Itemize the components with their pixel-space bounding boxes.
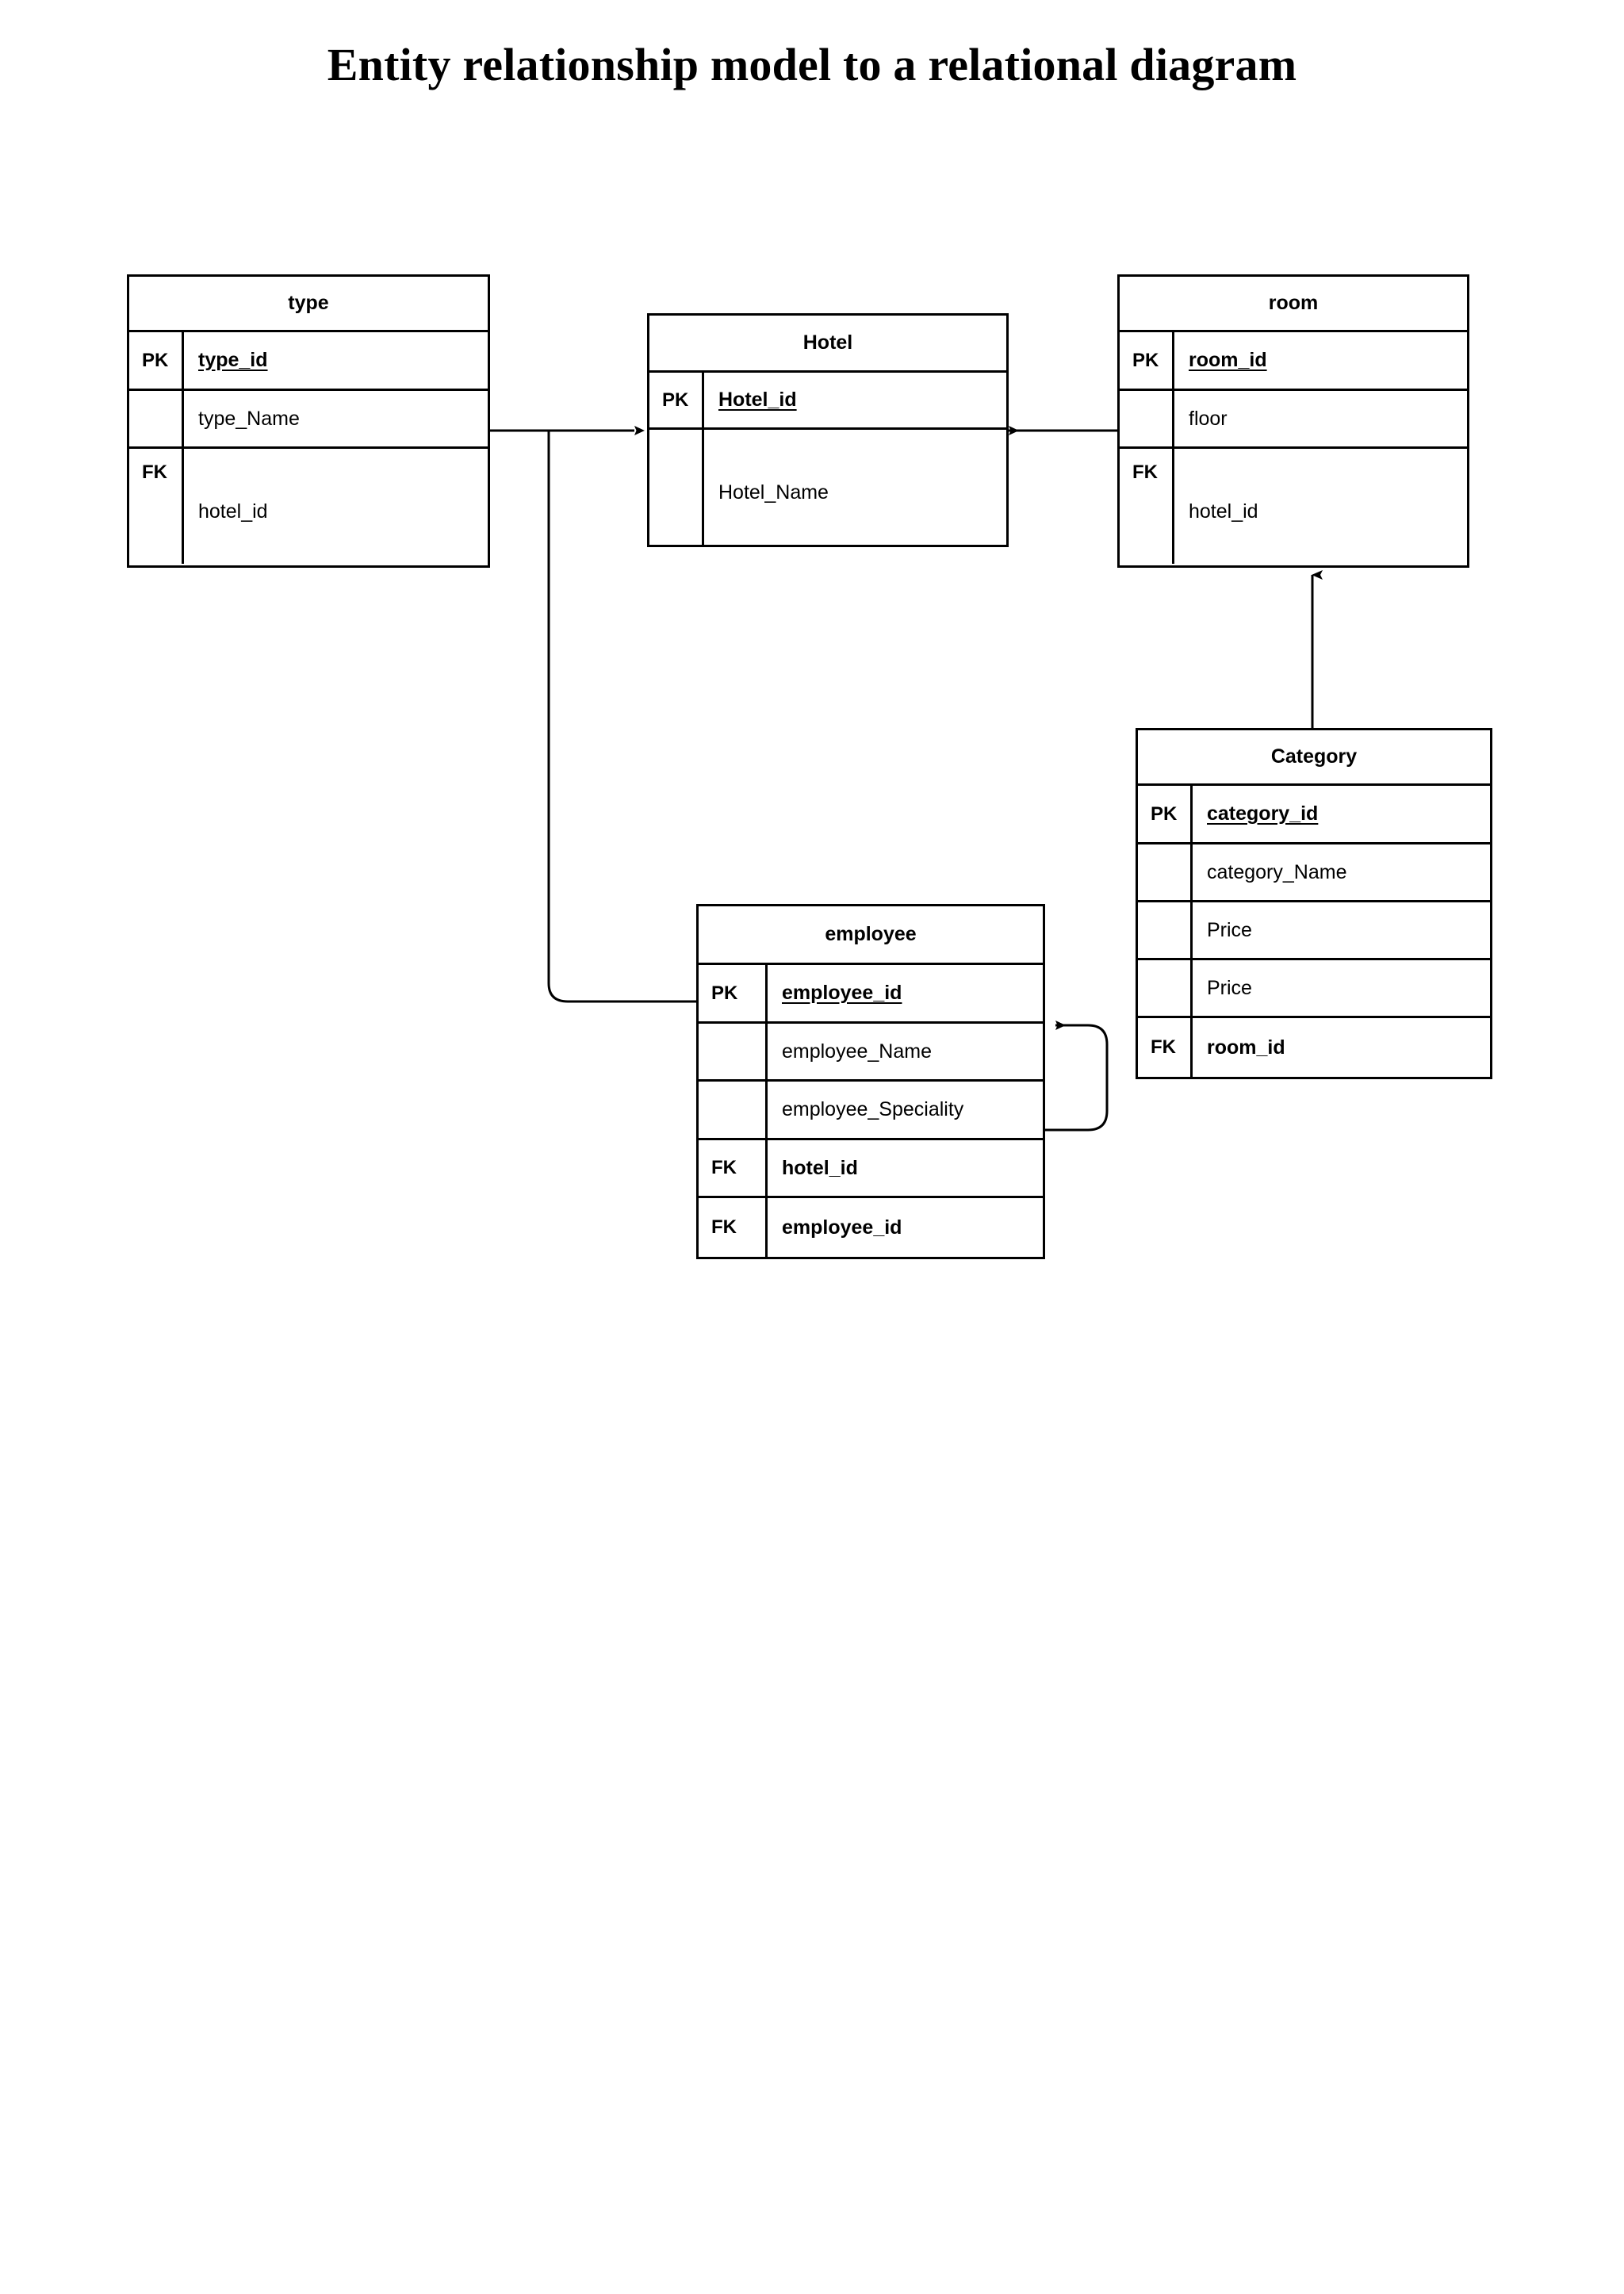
attribute-row[interactable]: employee_Speciality xyxy=(699,1080,1043,1140)
attribute-key: FK xyxy=(1138,1018,1193,1077)
attribute-name: type_id xyxy=(198,349,268,371)
entity-title-type: type xyxy=(129,277,488,332)
entity-table-type[interactable]: type PK type_id type_Name FK hotel_id xyxy=(127,274,490,568)
attribute-row[interactable]: FK room_id xyxy=(1138,1018,1490,1077)
attribute-key: FK xyxy=(699,1139,768,1197)
entity-table-category[interactable]: Category PK category_id category_Name Pr… xyxy=(1136,728,1492,1079)
connector-employee-to-hotel xyxy=(547,431,696,1003)
attribute-key: FK xyxy=(699,1198,768,1257)
attribute-row[interactable]: Price xyxy=(1138,959,1490,1018)
entity-title-hotel: Hotel xyxy=(649,316,1006,373)
attribute-row[interactable]: PK employee_id xyxy=(699,963,1043,1024)
attribute-list-room: PK room_id floor FK hotel_id xyxy=(1120,331,1467,564)
attribute-row[interactable]: PK type_id xyxy=(129,331,488,391)
attribute-key: PK xyxy=(129,331,184,390)
attribute-name: hotel_id xyxy=(1189,500,1258,523)
attribute-row[interactable]: FK hotel_id xyxy=(699,1139,1043,1198)
attribute-row[interactable]: PK Hotel_id xyxy=(649,371,1006,430)
attribute-name: employee_id xyxy=(782,1216,902,1239)
attribute-key xyxy=(699,1080,768,1139)
attribute-list-hotel: PK Hotel_id Hotel_Name xyxy=(649,371,1006,545)
attribute-key xyxy=(649,430,704,545)
attribute-row[interactable]: FK hotel_id xyxy=(129,449,488,564)
attribute-row[interactable]: category_Name xyxy=(1138,843,1490,902)
attribute-row[interactable]: FK employee_id xyxy=(699,1198,1043,1257)
attribute-name: Hotel_Name xyxy=(718,481,829,504)
attribute-name: Hotel_id xyxy=(718,389,797,411)
attribute-name: hotel_id xyxy=(198,500,268,523)
attribute-name: hotel_id xyxy=(782,1156,858,1179)
attribute-row[interactable]: type_Name xyxy=(129,389,488,449)
attribute-row[interactable]: floor xyxy=(1120,389,1467,449)
attribute-list-employee: PK employee_id employee_Name employee_Sp… xyxy=(699,963,1043,1257)
attribute-row[interactable]: PK room_id xyxy=(1120,331,1467,391)
attribute-name: type_Name xyxy=(198,407,300,430)
attribute-row[interactable]: PK category_id xyxy=(1138,784,1490,844)
attribute-name: category_Name xyxy=(1207,860,1347,883)
attribute-name: room_id xyxy=(1189,349,1267,371)
attribute-key xyxy=(1120,389,1174,448)
attribute-key xyxy=(1138,901,1193,959)
attribute-key: FK xyxy=(1120,449,1174,564)
entity-title-room: room xyxy=(1120,277,1467,332)
attribute-key: PK xyxy=(699,963,768,1023)
attribute-key: FK xyxy=(129,449,184,564)
attribute-key: PK xyxy=(649,371,704,429)
entity-table-hotel[interactable]: Hotel PK Hotel_id Hotel_Name xyxy=(647,313,1009,547)
entity-title-category: Category xyxy=(1138,730,1490,786)
attribute-list-type: PK type_id type_Name FK hotel_id xyxy=(129,331,488,564)
connector-employee-self-loop xyxy=(1045,1021,1109,1132)
attribute-key xyxy=(699,1022,768,1081)
attribute-key xyxy=(1138,959,1193,1017)
page-title: Entity relationship model to a relationa… xyxy=(327,39,1297,90)
attribute-name: employee_id xyxy=(782,982,902,1004)
attribute-list-category: PK category_id category_Name Price Price… xyxy=(1138,784,1490,1077)
attribute-row[interactable]: FK hotel_id xyxy=(1120,449,1467,564)
entity-table-employee[interactable]: employee PK employee_id employee_Name em… xyxy=(696,904,1045,1259)
entity-table-room[interactable]: room PK room_id floor FK hotel_id xyxy=(1117,274,1469,568)
attribute-name: Price xyxy=(1207,918,1252,941)
attribute-key xyxy=(129,389,184,448)
attribute-name: room_id xyxy=(1207,1036,1285,1059)
attribute-key: PK xyxy=(1138,784,1193,844)
attribute-name: category_id xyxy=(1207,802,1319,825)
attribute-row[interactable]: Price xyxy=(1138,901,1490,960)
attribute-name: Price xyxy=(1207,976,1252,999)
attribute-name: floor xyxy=(1189,407,1228,430)
attribute-row[interactable]: employee_Name xyxy=(699,1022,1043,1082)
attribute-key xyxy=(1138,843,1193,902)
attribute-name: employee_Speciality xyxy=(782,1098,964,1120)
entity-title-employee: employee xyxy=(699,906,1043,965)
attribute-key: PK xyxy=(1120,331,1174,390)
attribute-row[interactable]: Hotel_Name xyxy=(649,430,1006,545)
attribute-name: employee_Name xyxy=(782,1040,932,1063)
